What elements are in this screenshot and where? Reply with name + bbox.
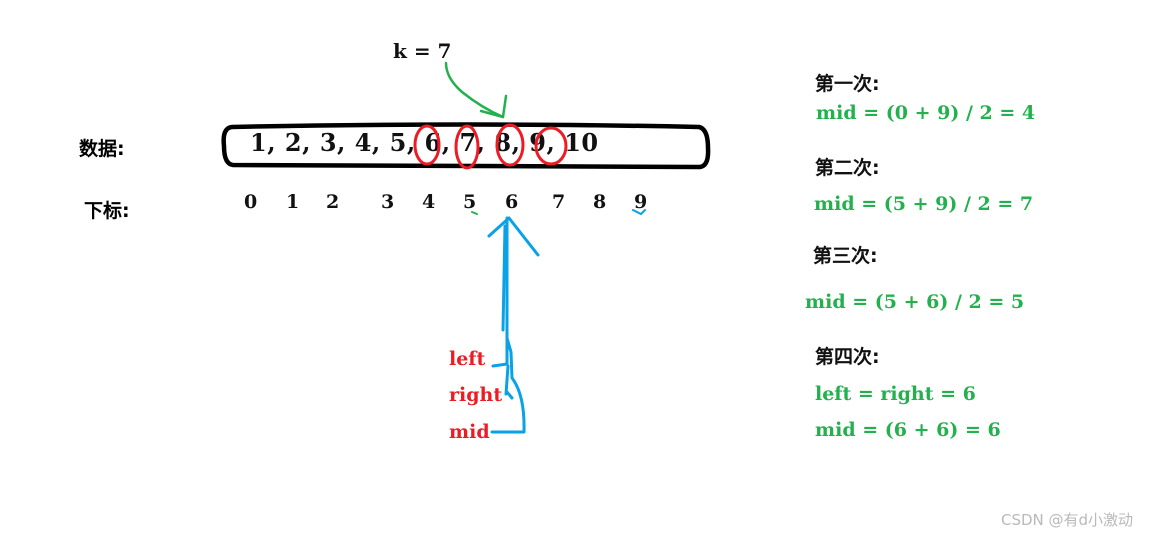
pointer-right-label: right [449,384,503,406]
pointer-mid-label: mid [449,421,490,443]
green-arrow [444,61,505,119]
watermark: CSDN @有d小激动 [1001,511,1134,529]
step-2-title: 第二次: [815,157,880,179]
step-4-line-1: left = right = 6 [815,383,976,405]
target-k-label: k = 7 [393,39,452,63]
step-1-line: mid = (0 + 9) / 2 = 4 [816,102,1036,124]
data-row-label: 数据: [79,138,125,160]
blue-arrow-shaft [501,216,509,342]
index-8: 8 [593,191,607,213]
tick-5 [471,211,478,215]
circle-5 [413,124,441,166]
step-3-title: 第三次: [813,245,878,267]
index-4: 4 [422,191,436,213]
blue-bracket [490,336,526,434]
blue-arrowhead [487,216,540,257]
index-3: 3 [381,191,395,213]
green-arrowhead [479,94,508,119]
step-4-line-2: mid = (6 + 6) = 6 [815,419,1001,441]
array-outline [221,122,711,170]
index-0: 0 [244,191,258,213]
index-5: 5 [463,191,477,213]
step-4-title: 第四次: [815,346,880,368]
index-6: 6 [505,191,519,213]
circle-8 [534,126,568,166]
index-9: 9 [634,191,648,213]
circle-6 [454,124,480,170]
step-1-title: 第一次: [815,73,880,95]
step-3-line: mid = (5 + 6) / 2 = 5 [805,291,1025,313]
circle-7 [495,123,525,167]
pointer-left-label: left [449,348,486,370]
index-2: 2 [326,191,340,213]
tick-9 [632,209,646,216]
index-7: 7 [552,191,566,213]
step-2-line: mid = (5 + 9) / 2 = 7 [814,193,1034,215]
index-row-label: 下标: [84,200,130,222]
index-1: 1 [286,191,300,213]
